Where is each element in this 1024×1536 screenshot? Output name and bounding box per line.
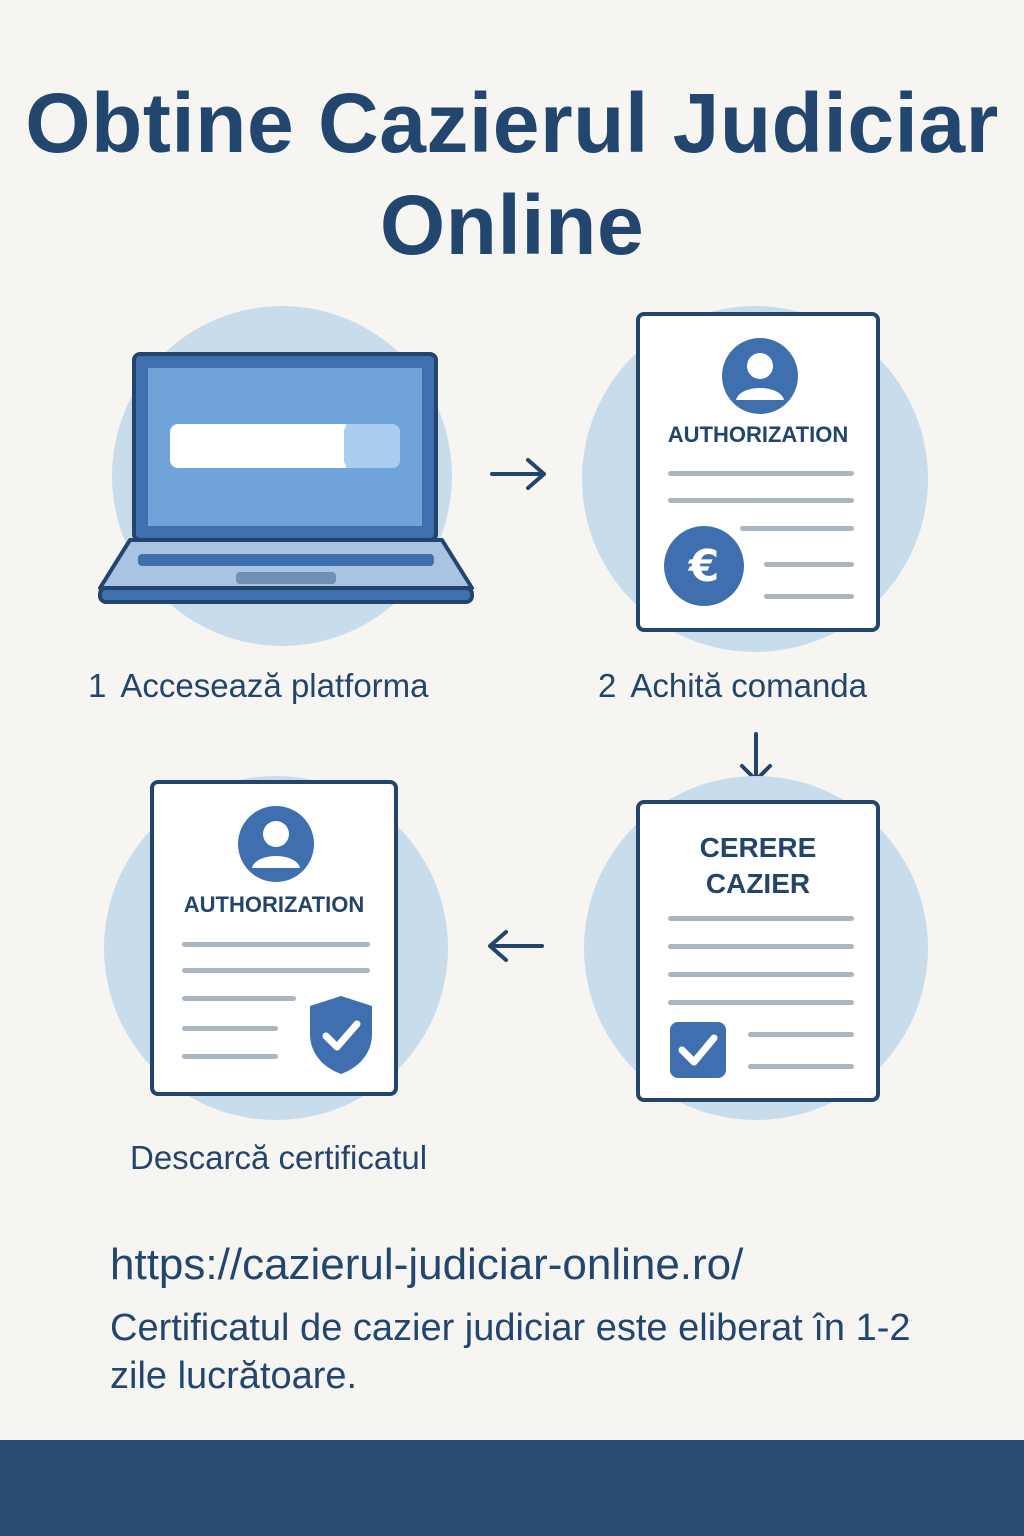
checkbox-checked-icon: [670, 1022, 726, 1078]
footer-bar: [0, 1440, 1024, 1536]
user-avatar-icon: [722, 338, 798, 414]
euro-coin-icon: €: [664, 526, 744, 606]
arrow-right-icon: [490, 458, 546, 490]
step-4-label: Descarcă certificatul: [130, 1139, 428, 1176]
page-title: Obtine Cazierul Judiciar Online: [25, 76, 999, 272]
arrow-left-icon: [488, 930, 544, 962]
address-bar-icon: [170, 424, 400, 468]
laptop-icon: [98, 352, 474, 604]
doc-heading: AUTHORIZATION: [667, 422, 849, 447]
doc-heading: AUTHORIZATION: [183, 892, 365, 917]
doc-heading-line-2: CAZIER: [705, 868, 811, 899]
certificate-document-icon: AUTHORIZATION: [150, 780, 398, 1096]
svg-text:€: €: [688, 541, 720, 592]
doc-heading-line-1: CERERE: [699, 832, 817, 863]
request-document-icon: CERERE CAZIER: [636, 800, 880, 1102]
website-url: https://cazierul-judiciar-online.ro/: [110, 1240, 744, 1289]
delivery-note: Certificatul de cazier judiciar este eli…: [110, 1307, 911, 1397]
shield-check-icon: [310, 996, 372, 1074]
user-avatar-icon: [238, 806, 314, 882]
payment-document-icon: AUTHORIZATION €: [636, 312, 880, 632]
